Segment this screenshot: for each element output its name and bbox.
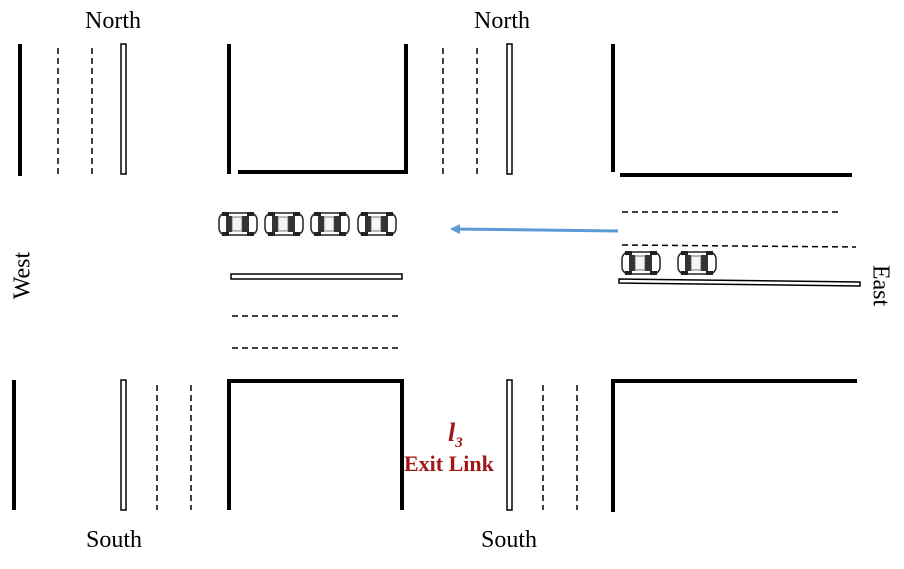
left-south-approach (12, 379, 404, 511)
east-approach-markings (618, 211, 861, 287)
west-label: West (9, 251, 36, 300)
right-south-approach (506, 379, 857, 512)
link-id-label: l3 (448, 418, 463, 452)
car-icon (621, 250, 661, 276)
right-north-approach (442, 43, 852, 177)
car-icon (264, 211, 304, 237)
car-icon (310, 211, 350, 237)
car-icon (218, 211, 258, 237)
traffic-direction-arrow (450, 224, 619, 235)
car-icon (677, 250, 717, 276)
east-label: East (867, 264, 894, 307)
exit-link-label: Exit Link (404, 451, 494, 476)
vehicle-queue-middle (218, 211, 397, 237)
south-label-right: South (481, 527, 538, 553)
vehicle-queue-east (621, 250, 717, 276)
middle-link-markings (230, 273, 403, 349)
left-north-approach (18, 43, 408, 176)
car-icon (357, 211, 397, 237)
south-label-left: South (86, 527, 143, 553)
north-label-left: North (85, 8, 141, 34)
north-label-right: North (474, 8, 530, 34)
